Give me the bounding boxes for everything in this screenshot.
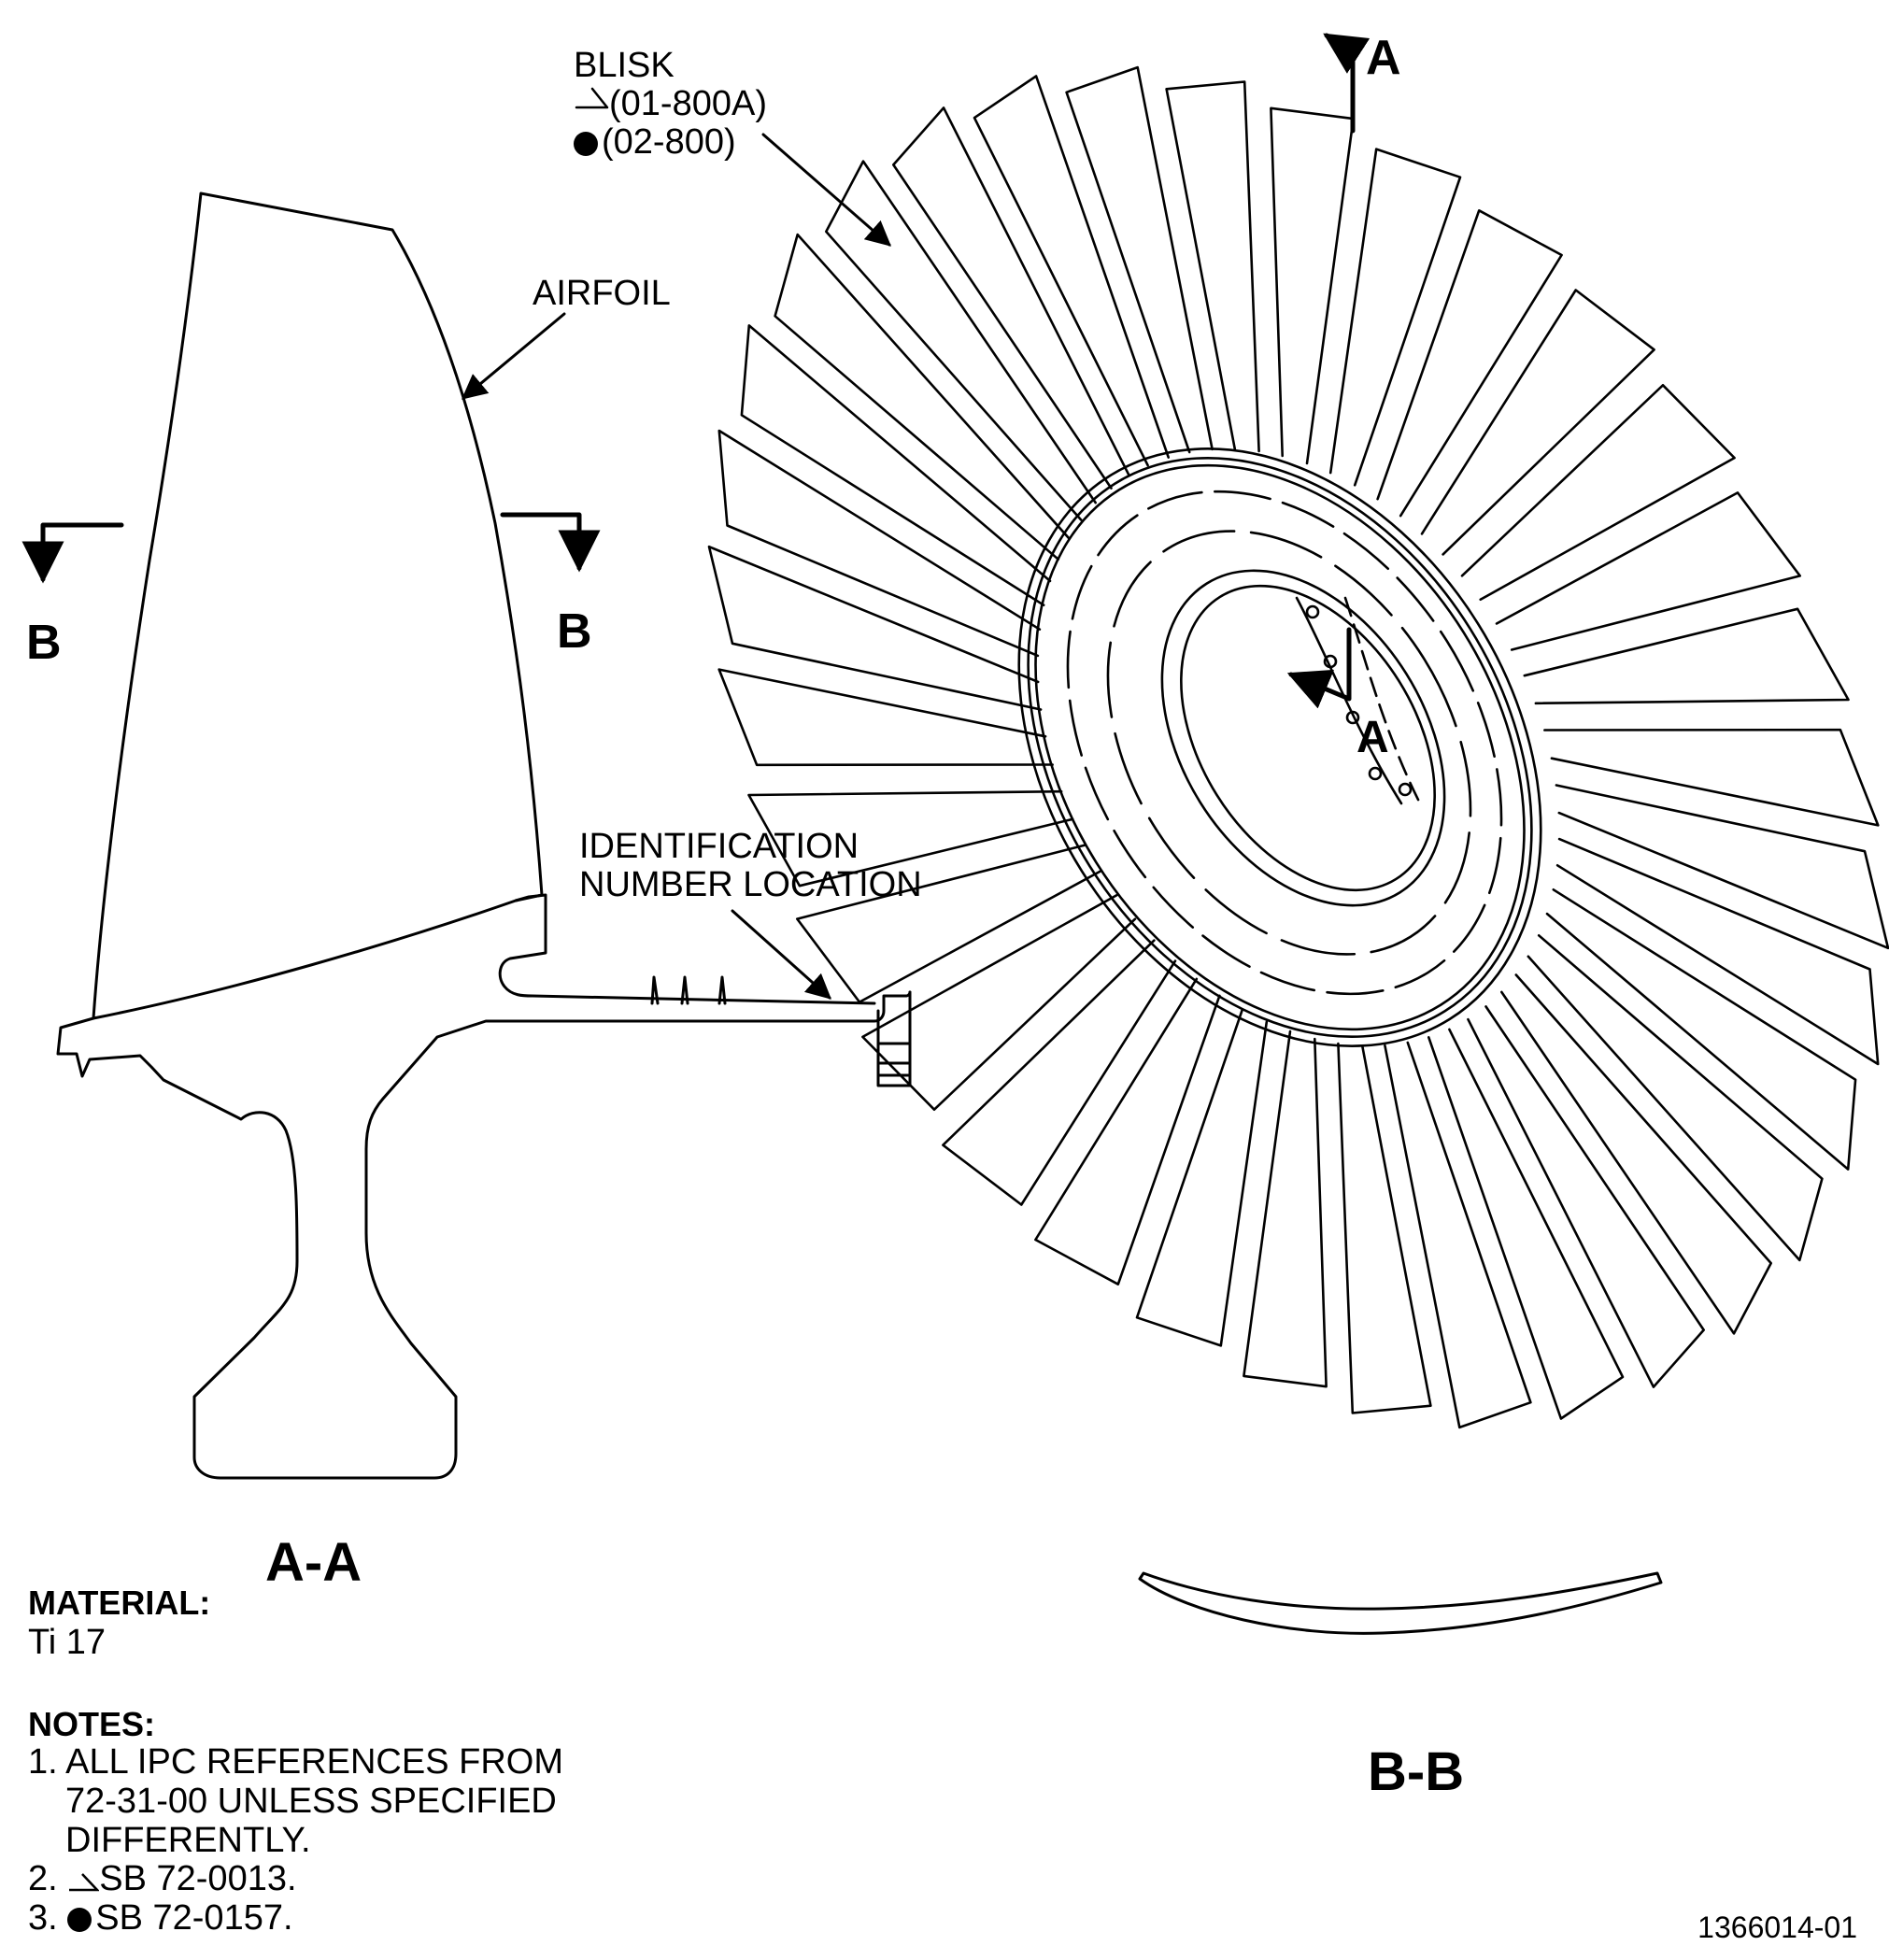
section-b-cut-left [21, 522, 124, 584]
blade [892, 107, 1130, 490]
note-2-text: SB 72-0013. [99, 1859, 297, 1899]
note-3-text: SB 72-0157. [95, 1898, 293, 1939]
note-1-line-2: 72-31-00 UNLESS SPECIFIED [65, 1781, 557, 1821]
blade [1545, 888, 1857, 1171]
dot-effectivity-icon-note [67, 1908, 92, 1933]
blade [1543, 728, 1880, 827]
blade [747, 789, 1074, 888]
section-b-letter-right: B [557, 604, 592, 659]
blade [1427, 1028, 1625, 1420]
blisk-label: BLISK (01-800A) (02-800) [574, 46, 767, 162]
notes-heading: NOTES: [28, 1705, 156, 1743]
id-location-line-2: NUMBER LOCATION [579, 865, 922, 905]
blade [1034, 977, 1221, 1285]
blade [861, 893, 1137, 1111]
section-b-cut-right [500, 512, 601, 573]
blade [1165, 80, 1260, 453]
blade [1523, 607, 1850, 705]
blade [1065, 65, 1214, 454]
airfoil-label: AIRFOIL [533, 274, 671, 313]
blade [942, 939, 1177, 1206]
notes-list: 1. ALL IPC REFERENCES FROM 72-31-00 UNLE… [28, 1742, 563, 1939]
blade [1527, 934, 1824, 1262]
note-3-number: 3. [28, 1898, 58, 1939]
blisk-rotor [707, 65, 1889, 1429]
section-a-letter-center: A [1356, 713, 1389, 762]
blade [1384, 1041, 1532, 1429]
section-b-letter-left: B [26, 616, 62, 670]
figure-id: 1366014-01 [1697, 1910, 1857, 1944]
note-1-line-1: ALL IPC REFERENCES FROM [65, 1742, 563, 1782]
blade [774, 233, 1071, 561]
id-location-label: IDENTIFICATION NUMBER LOCATION [579, 827, 922, 905]
blade [1460, 384, 1736, 602]
blade [1328, 148, 1462, 487]
material-value: Ti 17 [28, 1623, 107, 1662]
blade [740, 324, 1052, 606]
note-3: 3. SB 72-0157. [28, 1898, 563, 1939]
section-a-cut-top [1323, 33, 1371, 134]
blisk-name: BLISK [574, 46, 675, 85]
blade [796, 844, 1102, 1003]
blade [1270, 107, 1355, 465]
note-1-line-3: DIFFERENTLY. [65, 1820, 311, 1860]
note-2: 2. SB 72-0013. [28, 1859, 563, 1899]
triangle-effectivity-icon-blisk [575, 87, 609, 109]
blade [707, 545, 1043, 711]
blade [717, 429, 1042, 658]
blade [1555, 837, 1880, 1066]
section-a-cut-center [1286, 627, 1352, 709]
blade [1555, 784, 1889, 950]
triangle-effectivity-icon [69, 1873, 100, 1892]
blade [1467, 1005, 1705, 1388]
section-aa-title: A-A [265, 1532, 362, 1593]
section-aa-profile [56, 192, 912, 1480]
blade [825, 160, 1097, 521]
blade [1243, 1030, 1328, 1388]
section-a-letter-top: A [1366, 31, 1401, 85]
blade [1337, 1042, 1432, 1414]
section-bb-profile [1138, 1571, 1663, 1635]
blisk-ref-1: (01-800A) [609, 84, 767, 124]
blisk-ref-2-row: (02-800) [574, 123, 767, 162]
blade [973, 75, 1170, 467]
dot-effectivity-icon [574, 132, 598, 157]
blade [1376, 209, 1563, 518]
blade [1500, 973, 1772, 1335]
airfoil-leader [461, 312, 566, 400]
blade [1495, 491, 1801, 651]
blade [1420, 289, 1655, 556]
note-1: 1. ALL IPC REFERENCES FROM [28, 1742, 563, 1782]
note-1-number: 1. [28, 1742, 58, 1782]
note-2-number: 2. [28, 1859, 58, 1899]
section-bb-title: B-B [1368, 1741, 1465, 1802]
blade [717, 668, 1054, 767]
id-location-leader [731, 909, 832, 1000]
material-heading: MATERIAL: [28, 1584, 211, 1622]
id-location-line-1: IDENTIFICATION [579, 827, 859, 866]
blisk-leader [761, 133, 892, 247]
blade [1135, 1008, 1269, 1347]
blisk-ref-2: (02-800) [602, 122, 736, 163]
